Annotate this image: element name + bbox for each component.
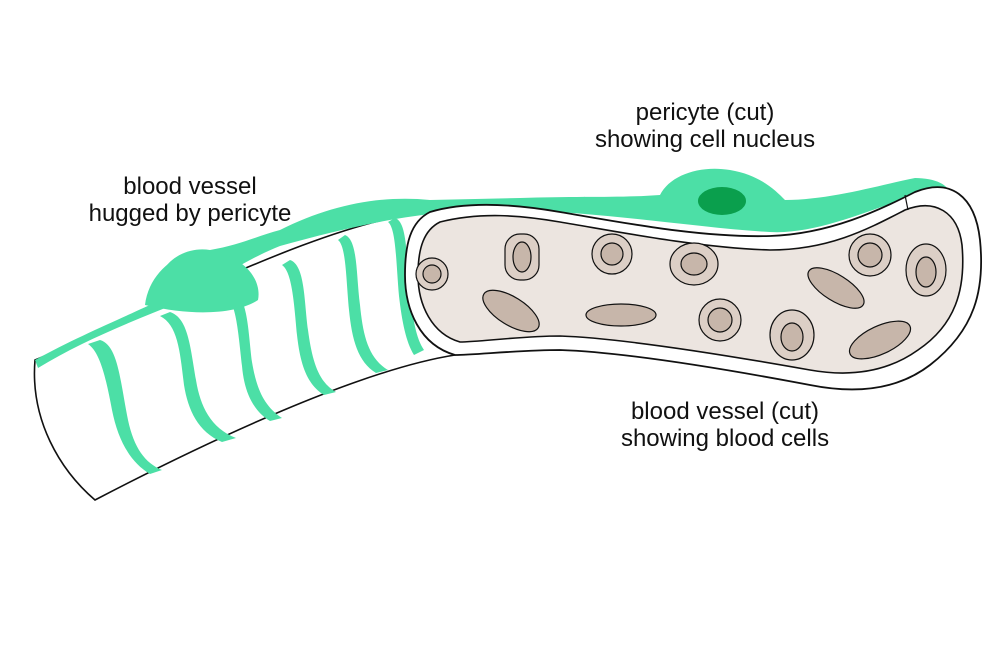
label-line: blood vessel (cut) — [630, 398, 820, 425]
pericyte-strap-5 — [338, 235, 388, 373]
blood-cell — [504, 233, 540, 281]
label-pericyte-cut: pericyte (cut) showing cell nucleus — [555, 99, 855, 153]
blood-cell — [848, 233, 892, 277]
pericyte-strap-3 — [224, 290, 282, 421]
pericyte-strap-4 — [282, 260, 336, 395]
label-blood-vessel-hugged: blood vessel hugged by pericyte — [40, 173, 340, 227]
blood-cell — [585, 303, 657, 327]
pericyte-top-band — [35, 198, 520, 368]
label-line: showing cell nucleus — [594, 126, 816, 153]
label-blood-vessel-cut: blood vessel (cut) showing blood cells — [575, 398, 875, 452]
vessel-lumen — [417, 205, 964, 374]
pericyte-strap-2 — [160, 312, 236, 442]
blood-cell — [669, 242, 719, 286]
label-line: hugged by pericyte — [88, 200, 292, 227]
blood-cell — [591, 233, 633, 275]
label-line: pericyte (cut) — [635, 99, 775, 126]
vessel-wall-seam — [904, 194, 909, 211]
label-line: showing blood cells — [620, 425, 830, 452]
blood-cell — [848, 320, 912, 360]
pericyte-strap-1 — [88, 340, 162, 474]
label-line: blood vessel — [123, 173, 257, 200]
blood-cells — [415, 233, 947, 361]
pericyte-nucleus — [698, 187, 746, 215]
blood-cell — [482, 289, 540, 333]
blood-cell — [905, 243, 947, 297]
blood-cell — [807, 267, 865, 309]
blood-cell — [415, 257, 449, 291]
blood-cell — [769, 309, 815, 361]
blood-cell — [698, 298, 742, 342]
